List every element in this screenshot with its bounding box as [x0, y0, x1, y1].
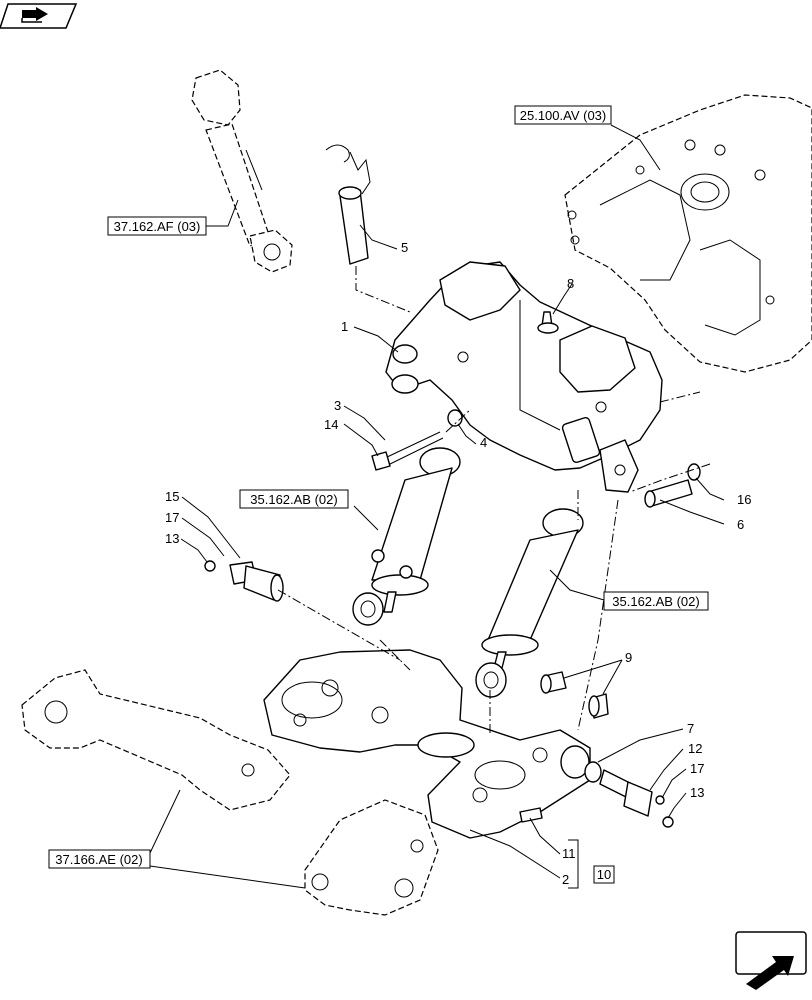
callout-6: 6: [737, 517, 744, 532]
pin-12: [584, 761, 674, 828]
callout-5: 5: [401, 240, 408, 255]
ref-10[interactable]: 10: [593, 865, 615, 884]
callout-11: 11: [562, 846, 576, 861]
ref-label-35-162-ab-right: 35.162.AB (02): [612, 594, 699, 609]
callout-1: 1: [341, 319, 348, 334]
hitch-bracket: [385, 261, 663, 493]
lower-link-end: [304, 799, 439, 916]
next-page-arrow-icon[interactable]: [735, 931, 807, 990]
book-arrow-icon[interactable]: [0, 3, 78, 29]
pin-15: [204, 560, 284, 602]
lower-link-arm: [21, 669, 291, 811]
callout-8: 8: [567, 276, 574, 291]
callout-13-right: 13: [690, 785, 704, 800]
bolt-3: [371, 431, 444, 471]
lift-arm-assembly: [263, 649, 591, 839]
ref-25-100-av[interactable]: 25.100.AV (03): [514, 105, 612, 125]
callout-9: 9: [625, 650, 632, 665]
callout-12: 12: [688, 741, 702, 756]
assembly-guide-lines: [277, 391, 711, 735]
ref-37-166-ae[interactable]: 37.166.AE (02): [48, 849, 151, 869]
ref-label-37-166-ae: 37.166.AE (02): [55, 852, 142, 867]
lift-cylinder-right: [475, 508, 584, 698]
callout-3: 3: [334, 398, 341, 413]
ref-37-162-af[interactable]: 37.162.AF (03): [107, 216, 207, 236]
ref-label-10: 10: [597, 867, 611, 882]
lift-cylinder-left: [352, 447, 461, 626]
ref-label-35-162-ab-left: 35.162.AB (02): [250, 492, 337, 507]
bushings-9: [540, 671, 609, 719]
bolt-6: [644, 463, 701, 508]
callout-2: 2: [562, 872, 569, 887]
callout-15: 15: [165, 489, 179, 504]
callout-7: 7: [687, 721, 694, 736]
callout-14: 14: [324, 417, 338, 432]
pin-with-chain: [325, 144, 411, 313]
callout-17-left: 17: [165, 510, 179, 525]
callout-13-left: 13: [165, 531, 179, 546]
callout-17-right: 17: [690, 761, 704, 776]
ref-35-162-ab-right[interactable]: 35.162.AB (02): [603, 591, 709, 611]
callout-labels: 1 2 3 4 5 6 7 8 9 11 12 13 13 14 15 16 1…: [165, 240, 751, 887]
callout-4: 4: [480, 435, 487, 450]
ref-label-25-100-av: 25.100.AV (03): [520, 108, 606, 123]
ref-35-162-ab-left[interactable]: 35.162.AB (02): [239, 489, 349, 509]
callout-16: 16: [737, 492, 751, 507]
top-link: [191, 69, 293, 273]
grease-fitting: [537, 311, 559, 334]
rear-axle-housing: [564, 94, 812, 373]
leader-lines: [149, 124, 725, 889]
ref-label-37-162-af: 37.162.AF (03): [114, 219, 201, 234]
